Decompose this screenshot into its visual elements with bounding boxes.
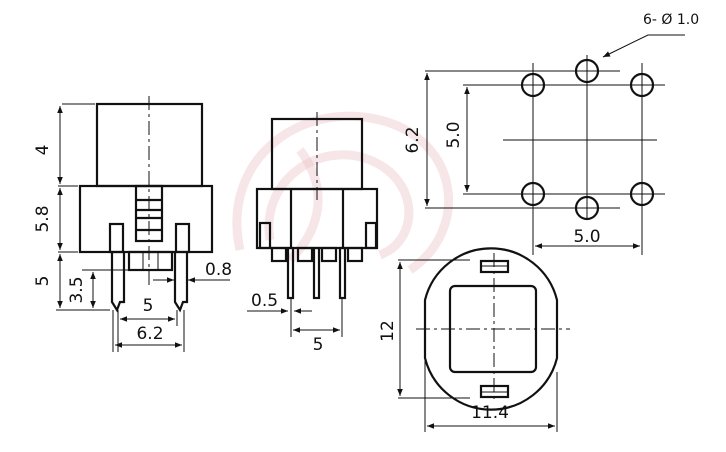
- dim-pin-length: 5: [33, 276, 53, 287]
- hole-pattern: 6.2 5.0 5.0 6- Ø 1.0: [403, 12, 699, 255]
- dim-cap-height: 4: [33, 145, 53, 156]
- bottom-view: 12 11.4: [378, 247, 570, 432]
- watermark-logo: [232, 111, 454, 274]
- dim-pin-width: 0.8: [205, 260, 232, 280]
- dim-bottom-height: 12: [378, 320, 398, 342]
- dim-pin-pitch: 5: [143, 296, 154, 316]
- dim-side-pin-pitch: 5: [313, 335, 324, 355]
- dim-outer-span: 6.2: [403, 126, 423, 153]
- dim-bottom-width: 11.4: [471, 403, 509, 423]
- front-view: 4 5.8 5 3.5 0.8 5 6.2: [33, 96, 232, 352]
- dim-inner-span: 5.0: [444, 121, 464, 148]
- hole-note: 6- Ø 1.0: [643, 12, 699, 28]
- side-view: 0.5 5: [247, 112, 379, 355]
- dim-side-pin-width: 0.5: [251, 291, 278, 311]
- dim-pin-tip: 3.5: [67, 276, 87, 303]
- dim-body-height: 5.8: [33, 205, 53, 232]
- dim-pin-span: 6.2: [136, 324, 163, 344]
- dim-horizontal-pitch: 5.0: [573, 227, 600, 247]
